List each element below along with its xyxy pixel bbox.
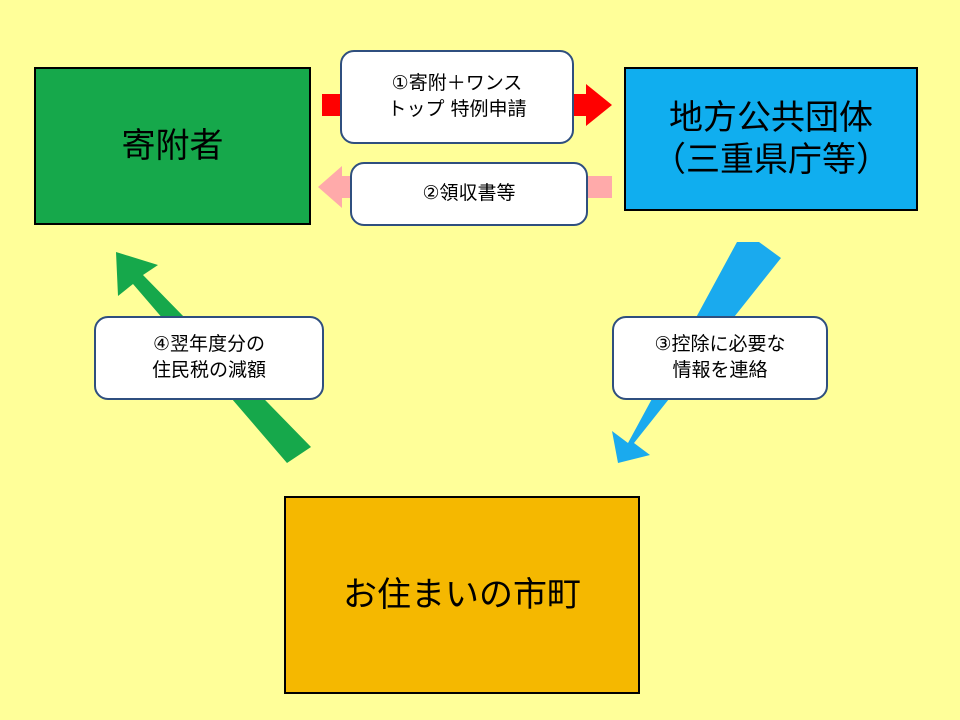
donor-label: 寄附者 — [121, 125, 224, 166]
step1-label: ①寄附＋ワンス トップ 特例申請 — [340, 50, 574, 144]
arrow-step1 — [322, 94, 340, 116]
municipality-label: お住まいの市町 — [343, 574, 581, 615]
step4-label: ④翌年度分の 住民税の減額 — [94, 316, 324, 400]
government-box: 地方公共団体 （三重県庁等） — [624, 67, 918, 211]
step3-label: ③控除に必要な 情報を連絡 — [612, 316, 828, 400]
donor-box: 寄附者 — [34, 67, 311, 225]
government-label: 地方公共団体 （三重県庁等） — [652, 97, 890, 181]
municipality-box: お住まいの市町 — [284, 496, 640, 694]
arrow-step2-head — [318, 166, 350, 208]
arrow-step1-head — [574, 84, 612, 126]
step2-label: ②領収書等 — [350, 162, 588, 226]
arrow-step2 — [588, 176, 612, 198]
